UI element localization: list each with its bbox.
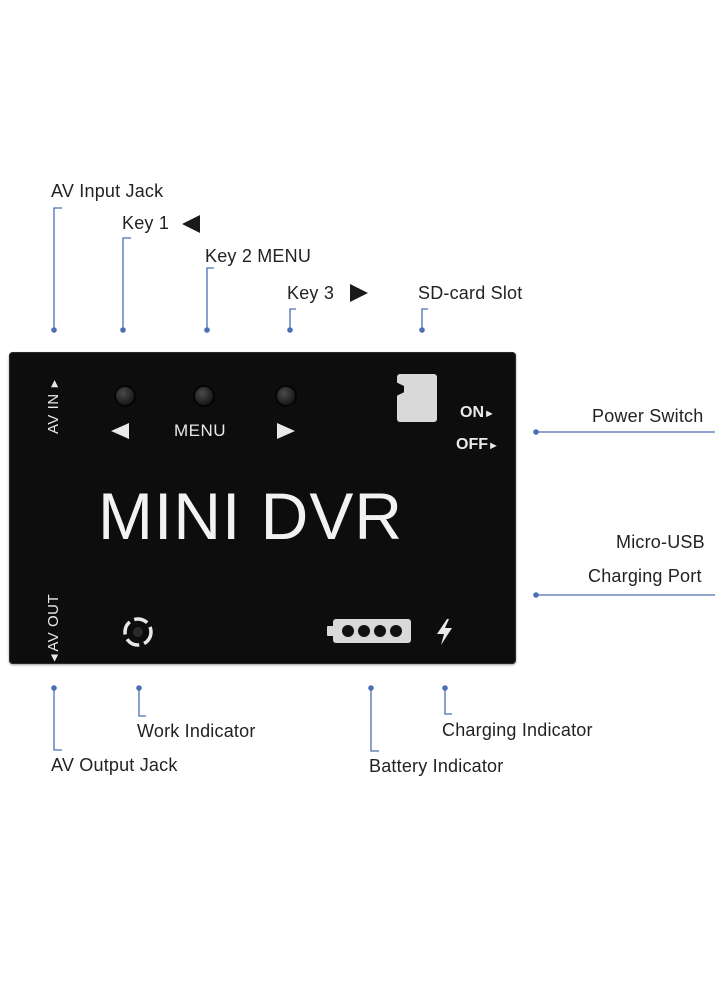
av-out-text: AV OUT: [45, 593, 62, 652]
callout-key1: Key 1: [122, 213, 170, 233]
av-in-text: AV IN: [45, 393, 62, 434]
av-in-label: AV IN ►: [45, 377, 62, 434]
lightning-icon: [437, 619, 452, 645]
leader-key3: [289, 308, 296, 330]
arrow-icon: ►: [47, 377, 61, 394]
key-markings: [111, 423, 295, 439]
mini-dvr-device: AV IN ► ◄AV OUT MENU ON► OFF► MINI DVR: [9, 352, 516, 664]
on-text: ON: [460, 404, 484, 421]
key1-triangle-icon: [182, 215, 200, 233]
arrow-icon: ◄: [47, 651, 61, 664]
leader-sd: [421, 308, 428, 330]
arrow-icon: ►: [484, 408, 495, 420]
leader-battery: [370, 688, 379, 752]
callout-key2-menu: Key 2 MENU: [205, 246, 312, 266]
callout-charging-indicator: Charging Indicator: [442, 720, 593, 740]
leader-key1: [122, 237, 131, 330]
off-label: OFF►: [456, 436, 499, 454]
callout-key3: Key 3: [287, 283, 335, 303]
av-out-label: ◄AV OUT: [45, 594, 62, 664]
callout-charging-port: Charging Port: [588, 566, 702, 586]
left-triangle-icon: [111, 423, 129, 439]
leader-av-output: [53, 688, 62, 751]
off-text: OFF: [456, 436, 488, 453]
power-ring-icon: [123, 617, 153, 647]
callout-battery-indicator: Battery Indicator: [369, 756, 504, 776]
callout-power-switch: Power Switch: [592, 406, 704, 426]
battery-icon: [327, 619, 411, 643]
on-label: ON►: [460, 404, 495, 422]
callout-av-output-jack: AV Output Jack: [51, 755, 178, 775]
callout-av-input-jack: AV Input Jack: [51, 181, 164, 201]
callout-work-indicator: Work Indicator: [137, 721, 256, 741]
leader-charging: [444, 688, 452, 715]
key2-menu-button[interactable]: [195, 387, 213, 405]
right-triangle-icon: [277, 423, 295, 439]
key3-button[interactable]: [277, 387, 295, 405]
arrow-icon: ►: [488, 440, 499, 452]
leader-av-input: [53, 207, 62, 330]
leader-key2: [206, 267, 214, 330]
callout-sd-card-slot: SD-card Slot: [418, 283, 523, 303]
leader-work: [138, 688, 146, 717]
callout-micro-usb: Micro-USB: [616, 532, 705, 552]
brand-title: MINI DVR: [98, 479, 403, 553]
key1-button[interactable]: [116, 387, 134, 405]
sd-card-icon: [397, 374, 437, 422]
key3-triangle-icon: [350, 284, 368, 302]
menu-label: MENU: [174, 421, 227, 440]
